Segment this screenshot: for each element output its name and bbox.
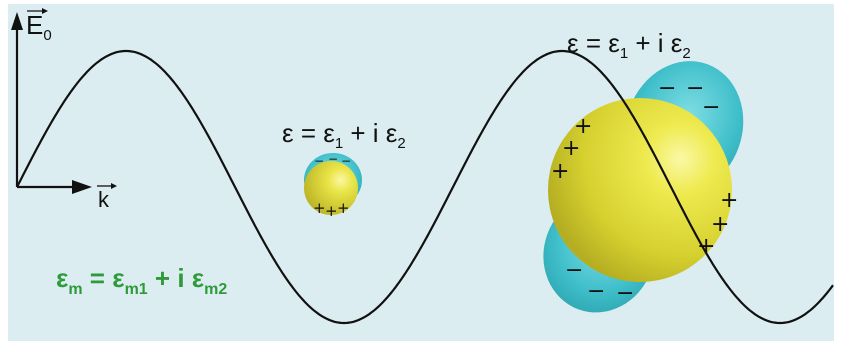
- small-minus-3: −: [341, 154, 352, 168]
- large-plus-1: +: [574, 114, 593, 139]
- incident-wave: [16, 49, 834, 325]
- large-particle-sphere: [548, 98, 732, 282]
- axes: [11, 8, 117, 194]
- large-minus-5: −: [587, 279, 606, 304]
- small-plus-3: +: [337, 199, 350, 217]
- small-eps-main: ε = ε: [282, 118, 335, 148]
- medium-eps-sub1: m1: [124, 281, 148, 298]
- small-eps-sub1: 1: [334, 135, 344, 152]
- wavevector-label: k: [98, 187, 109, 212]
- small-minus-2: −: [328, 152, 339, 166]
- medium-eps-mid1: = ε: [82, 263, 125, 293]
- small-minus-1: −: [314, 154, 325, 168]
- small-plus-1: +: [313, 199, 326, 217]
- small-plus-2: +: [325, 202, 338, 220]
- field-vector-bar-tip: [42, 8, 48, 14]
- large-minus-6: −: [616, 281, 635, 306]
- medium-eps-mid2: + i ε: [147, 263, 205, 293]
- large-particle-permittivity-label: ε = ε1 + i ε2: [567, 28, 691, 61]
- large-eps-main: ε = ε: [567, 28, 620, 58]
- small-particle-permittivity-label: ε = ε1 + i ε2: [282, 118, 406, 151]
- medium-eps-main: ε: [56, 263, 69, 293]
- large-particle: [543, 61, 744, 313]
- field-label-subscript: 0: [43, 27, 52, 44]
- wavevector-vector-bar-tip: [111, 183, 117, 189]
- large-plus-5: +: [711, 212, 730, 237]
- large-minus-3: −: [702, 95, 721, 120]
- large-plus-4: +: [720, 188, 739, 213]
- field-axis-arrowhead: [11, 12, 23, 30]
- large-minus-2: −: [686, 76, 705, 101]
- large-plus-3: +: [551, 159, 570, 184]
- small-eps-mid: + i ε: [343, 118, 398, 148]
- large-minus-4: −: [565, 258, 584, 283]
- field-label-main: E: [26, 10, 44, 40]
- medium-permittivity-label: εm = εm1 + i εm2: [56, 263, 227, 298]
- large-plus-6: +: [697, 234, 716, 259]
- large-eps-mid: + i ε: [628, 28, 683, 58]
- field-label: E0: [26, 10, 52, 43]
- large-eps-sub2: 2: [682, 45, 691, 62]
- wavevector-axis-arrowhead: [72, 180, 92, 194]
- medium-eps-sub2: m2: [204, 281, 228, 298]
- small-eps-sub2: 2: [397, 135, 406, 152]
- medium-eps-sub0: m: [68, 281, 83, 298]
- large-eps-sub1: 1: [619, 45, 629, 62]
- large-minus-1: −: [658, 76, 677, 101]
- large-plus-2: +: [562, 136, 581, 161]
- small-particle-sphere: [304, 161, 358, 215]
- small-particle: [304, 153, 362, 215]
